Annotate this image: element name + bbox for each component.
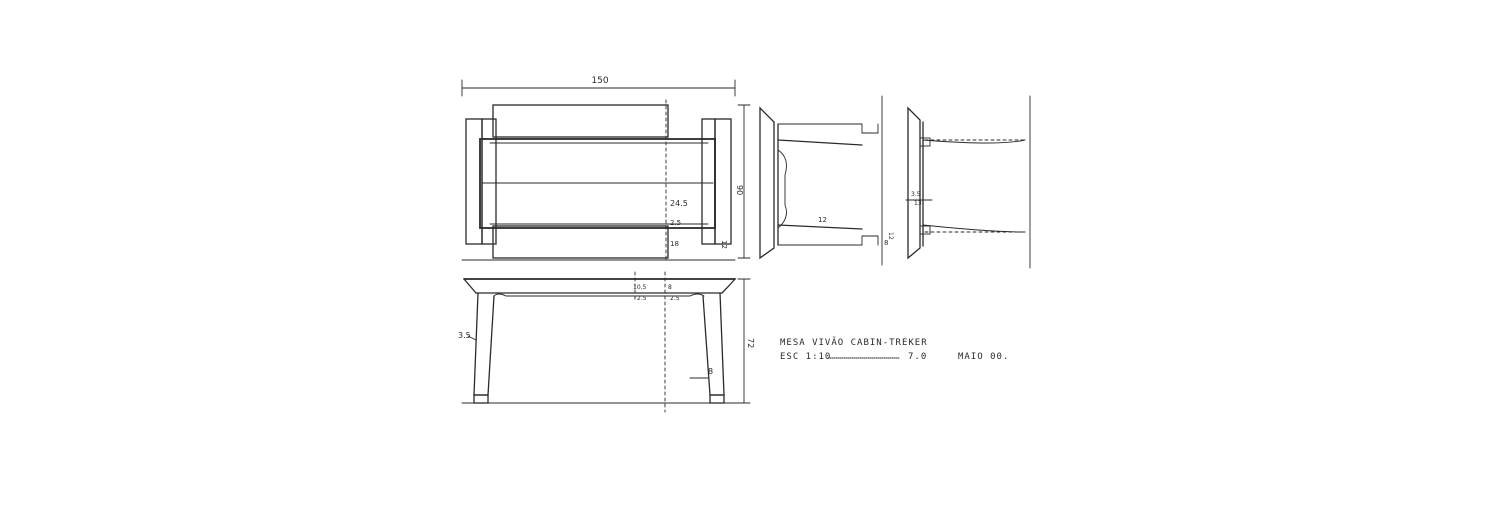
side2-joint-top (919, 137, 931, 147)
dim-side-b: 8 (884, 239, 888, 247)
right-cleat-inner (701, 118, 716, 245)
left-foot (473, 394, 489, 404)
title-date: MAIO 00. (958, 352, 1009, 362)
title-line1: MESA VIVÃO CABIN-TREKER (780, 337, 928, 348)
table-top (479, 138, 716, 229)
side-view-1: 12 8 12 (759, 95, 894, 266)
side1-top-edge (759, 106, 775, 260)
dim-length-label: 150 (591, 76, 608, 86)
dim-end-offset: 12 (720, 240, 728, 249)
side1-curve (777, 149, 787, 229)
left-leg (473, 292, 495, 396)
dim-height-label: 72 (746, 338, 755, 348)
title-code: 7.0 (908, 352, 927, 362)
dim-board-width: 24.5 (670, 199, 688, 208)
right-leg (702, 292, 725, 396)
apron-curve (493, 293, 705, 297)
side2-joint-bottom (919, 225, 931, 235)
dim-side-depth: 13 (914, 200, 922, 207)
side1-tenon-top (777, 123, 879, 134)
left-cleat-inner (481, 118, 497, 245)
dim-side-rail: 12 (818, 216, 827, 224)
top-right-edge (721, 278, 736, 294)
front-elevation: 10.5 8 2.5 2.5 3.5 8 72 (458, 271, 755, 413)
leader-leg-top (467, 335, 477, 341)
dim-side-gap: 3.5 (911, 191, 921, 198)
side2-rail-top (922, 139, 1026, 144)
side1-tenon-bottom (777, 235, 879, 246)
side2-top-edge (907, 106, 921, 260)
dim-leg-top: 3.5 (458, 331, 471, 340)
side-view-2: 3.5 13 (905, 95, 1031, 269)
dim-gap: 2.5 (670, 219, 681, 227)
side2-rail-bottom (922, 224, 1026, 233)
dim-apron-low-right: 2.5 (670, 295, 680, 302)
side1-rail-top (777, 139, 863, 146)
title-scale: ESC 1:10 (780, 352, 831, 362)
dim-side-d: 12 (887, 232, 894, 240)
front-board (492, 225, 669, 259)
top-left-edge (463, 278, 477, 294)
side1-rail-bottom (777, 224, 863, 230)
dim-depth-label: 90 (735, 185, 744, 195)
back-board (492, 104, 669, 138)
dim-apron-low: 2.5 (637, 295, 647, 302)
plan-view: 150 24.5 2.5 18 12 90 (461, 76, 751, 263)
dim-leg-bottom: 8 (708, 367, 713, 376)
dim-apron-depth: 10.5 (633, 284, 647, 291)
right-cleat (714, 118, 732, 245)
right-foot (709, 394, 725, 404)
dim-end-board: 18 (670, 240, 679, 248)
title-block: MESA VIVÃO CABIN-TREKER ESC 1:10 7.0 MAI… (780, 337, 1009, 362)
dim-apron-thk: 8 (668, 284, 672, 291)
